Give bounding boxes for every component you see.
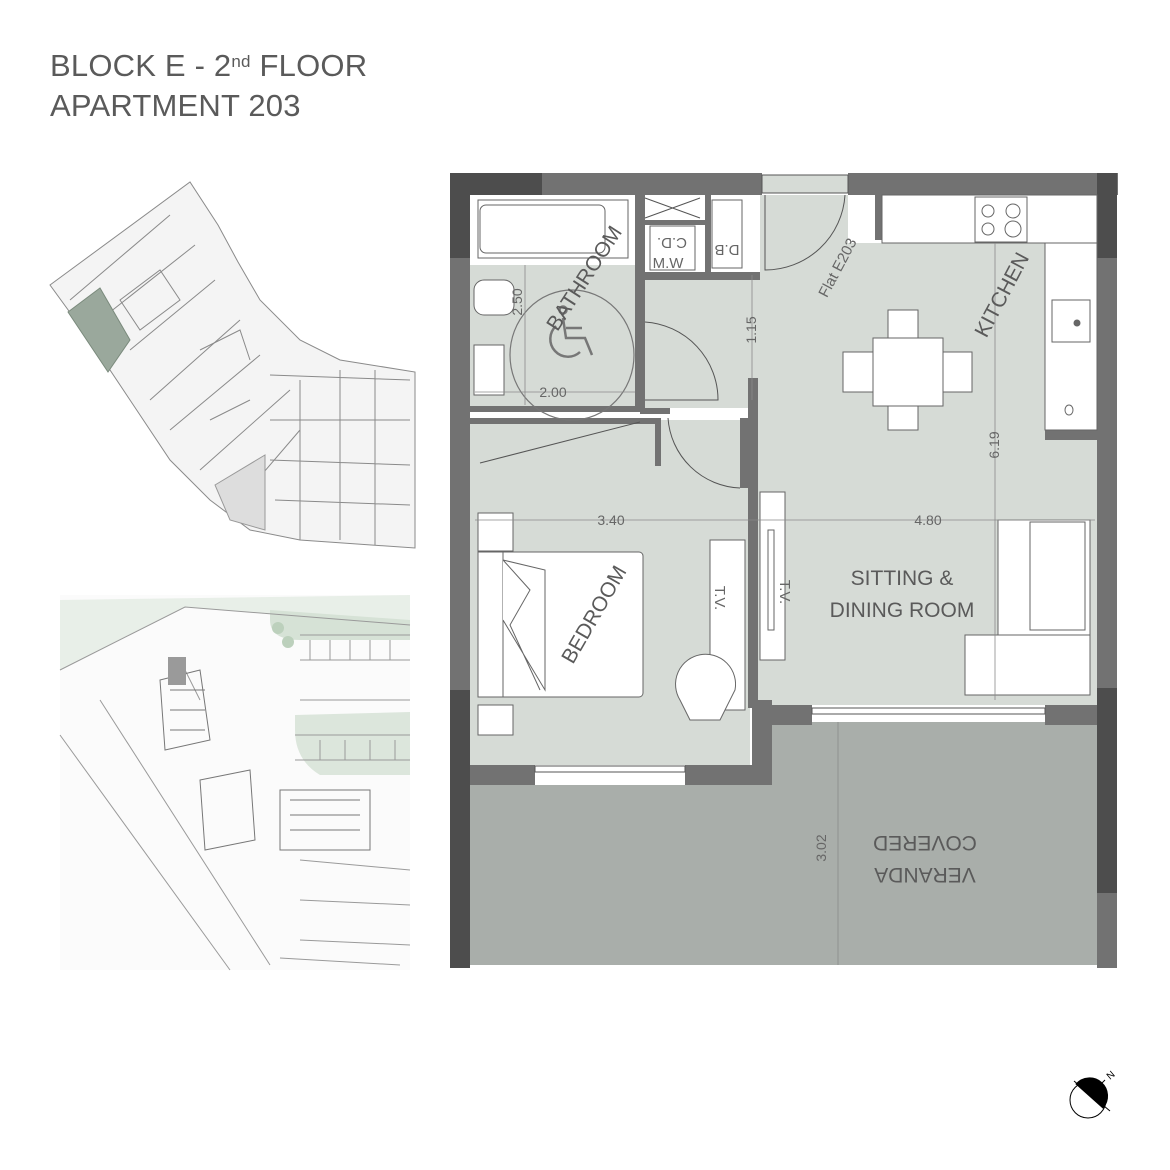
outer-walls-dark [450,173,1117,968]
doors [479,194,846,489]
room-label-sitting: SITTING & [851,567,954,590]
chair [842,351,874,393]
north-arrow-icon: N [1069,1069,1118,1119]
room-label-dining: DINING ROOM [830,599,975,622]
sink [1051,299,1091,343]
page-title: BLOCK E - 2nd FLOOR APARTMENT 203 [50,46,367,126]
site-plan [59,595,411,971]
chair [941,351,973,393]
dim-living-width: 4.80 [914,512,941,528]
title-line-1-main: BLOCK E - 2 [50,48,232,83]
machine-unit [649,225,696,271]
windows [534,174,1046,773]
veranda-floor [470,700,1097,965]
toilet [473,279,515,316]
title-line-1: BLOCK E - 2nd FLOOR [50,46,367,86]
room-label-veranda: VERANDA [874,863,976,886]
dim-bedroom-width: 3.40 [597,512,624,528]
dimension-lines [475,243,1095,965]
building-key-plan [49,181,416,549]
mw-label: M.W [653,255,685,272]
title-line-1-sup: nd [231,52,251,71]
fixtures [473,194,1098,736]
room-label-covered: COVERED [873,831,977,854]
tv-label-bedroom: T.V. [711,586,728,610]
wheelchair-icon [549,305,594,358]
desk-chair [675,653,737,721]
dim-veranda-depth: 3.02 [813,834,829,861]
north-label: N [1105,1069,1118,1082]
dim-bath-width: 2.00 [539,384,566,400]
dining-table [872,337,944,407]
dim-living-length: 6.19 [986,431,1002,458]
db-label: D.B [714,241,739,258]
dim-hall: 1.15 [743,316,759,343]
tv-label-living: T.V. [776,580,793,604]
chair [887,309,919,341]
wheelchair-turning-circle [509,289,635,421]
dim-bath-height: 2.50 [509,288,525,315]
cd-label: C.D. [657,234,687,251]
title-line-1-end: FLOOR [250,48,368,83]
washbasin [473,344,505,396]
title-line-2: APARTMENT 203 [50,88,301,123]
apartment-plan: BATHROOM BEDROOM KITCHEN SITTING & DININ… [450,173,1118,968]
